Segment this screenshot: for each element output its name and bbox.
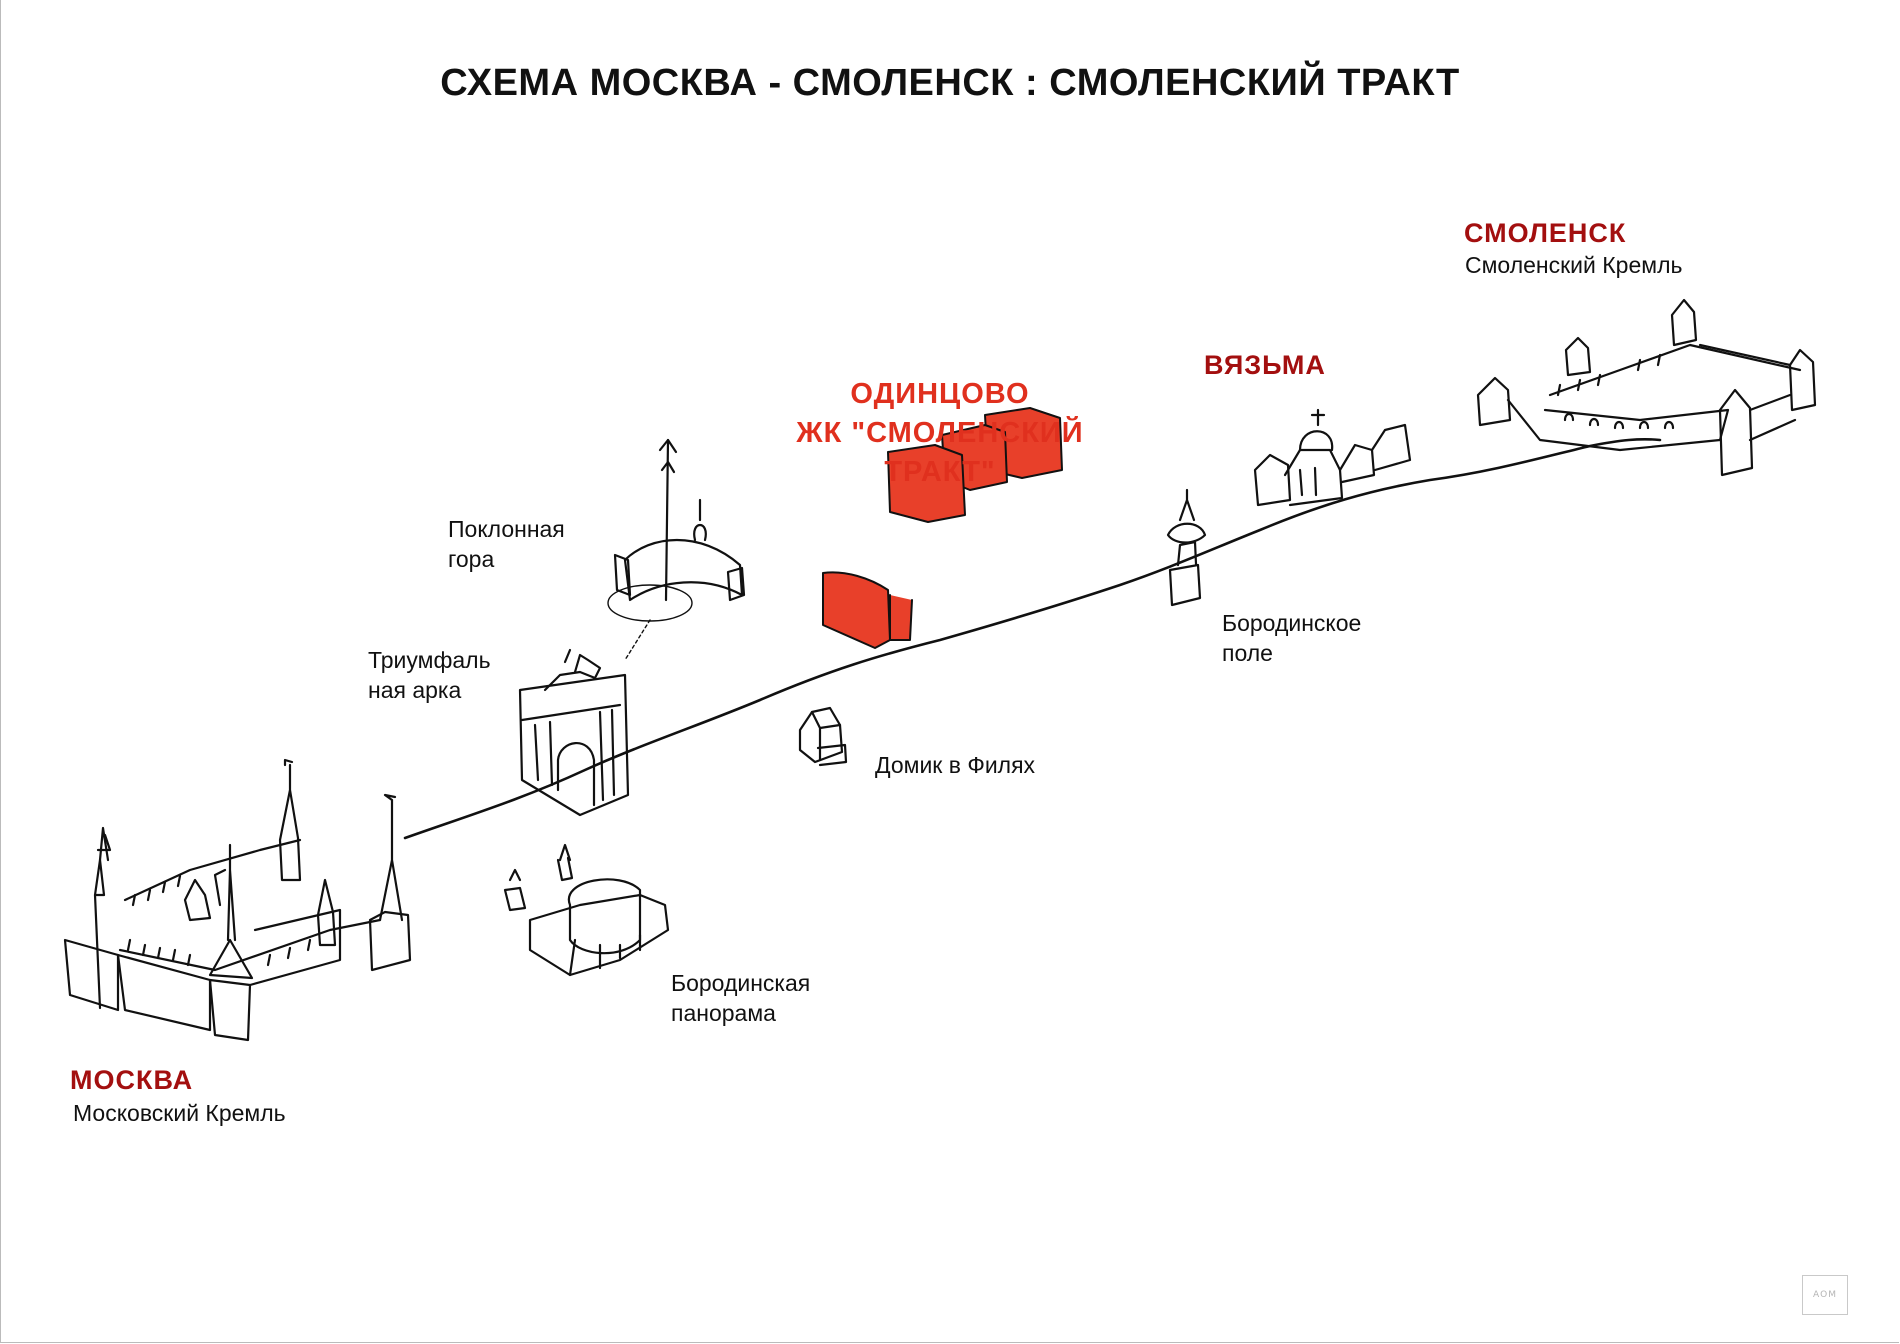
domik-line-1: Домик в Филях (875, 752, 1036, 778)
borodino-line-1: Бородинское (1222, 610, 1362, 636)
poklonnaya-gora-label: Поклонная гора (448, 514, 565, 574)
arch-line-1: Триумфаль (368, 647, 491, 673)
odintsovo-highlight-label: ОДИНЦОВО ЖК "СМОЛЕНСКИЙ ТРАКТ" (770, 375, 1110, 492)
vyazma-churches-sketch (1253, 408, 1412, 507)
panorama-line-2: панорама (671, 1000, 776, 1026)
highlight-line-3: ТРАКТ" (884, 456, 996, 488)
domik-v-filyakh-sketch (798, 706, 848, 767)
city-smolensk: СМОЛЕНСК (1464, 218, 1627, 248)
diagram-title: СХЕМА МОСКВА - СМОЛЕНСК : СМОЛЕНСКИЙ ТРА… (440, 62, 1460, 104)
highlight-line-1: ОДИНЦОВО (850, 378, 1030, 410)
smolensk-kremlin-sketch (1476, 298, 1817, 477)
triumphal-arch-sketch (518, 648, 630, 817)
poklonnaya-line-1: Поклонная (448, 516, 565, 542)
poklonnaya-line-2: гора (448, 546, 495, 572)
borodino-panorama-sketch (503, 843, 670, 977)
smolensk-kremlin-label: Смоленский Кремль (1465, 252, 1683, 278)
smolensky-trakt-buildings (822, 407, 1063, 649)
triumphal-arch-label: Триумфаль ная арка (368, 645, 491, 705)
borodino-panorama-label: Бородинская панорама (671, 968, 810, 1028)
arch-line-2: ная арка (368, 677, 462, 703)
domik-v-filyakh-label: Домик в Филях (875, 750, 1035, 780)
borodino-field-label: Бородинское поле (1222, 608, 1361, 668)
city-moscow: МОСКВА (70, 1065, 194, 1095)
moscow-kremlin-label: Московский Кремль (73, 1100, 286, 1126)
road-line (403, 437, 1662, 840)
moscow-kremlin-sketch (63, 758, 412, 1042)
city-vyazma: ВЯЗЬМА (1204, 350, 1326, 380)
borodino-field-sketch (1166, 488, 1207, 607)
borodino-line-2: поле (1222, 640, 1273, 666)
studio-stamp: АОМ (1802, 1275, 1848, 1315)
panorama-line-1: Бородинская (671, 970, 811, 996)
poklonnaya-gora-sketch (607, 438, 746, 661)
highlight-line-2: ЖК "СМОЛЕНСКИЙ (796, 417, 1084, 449)
